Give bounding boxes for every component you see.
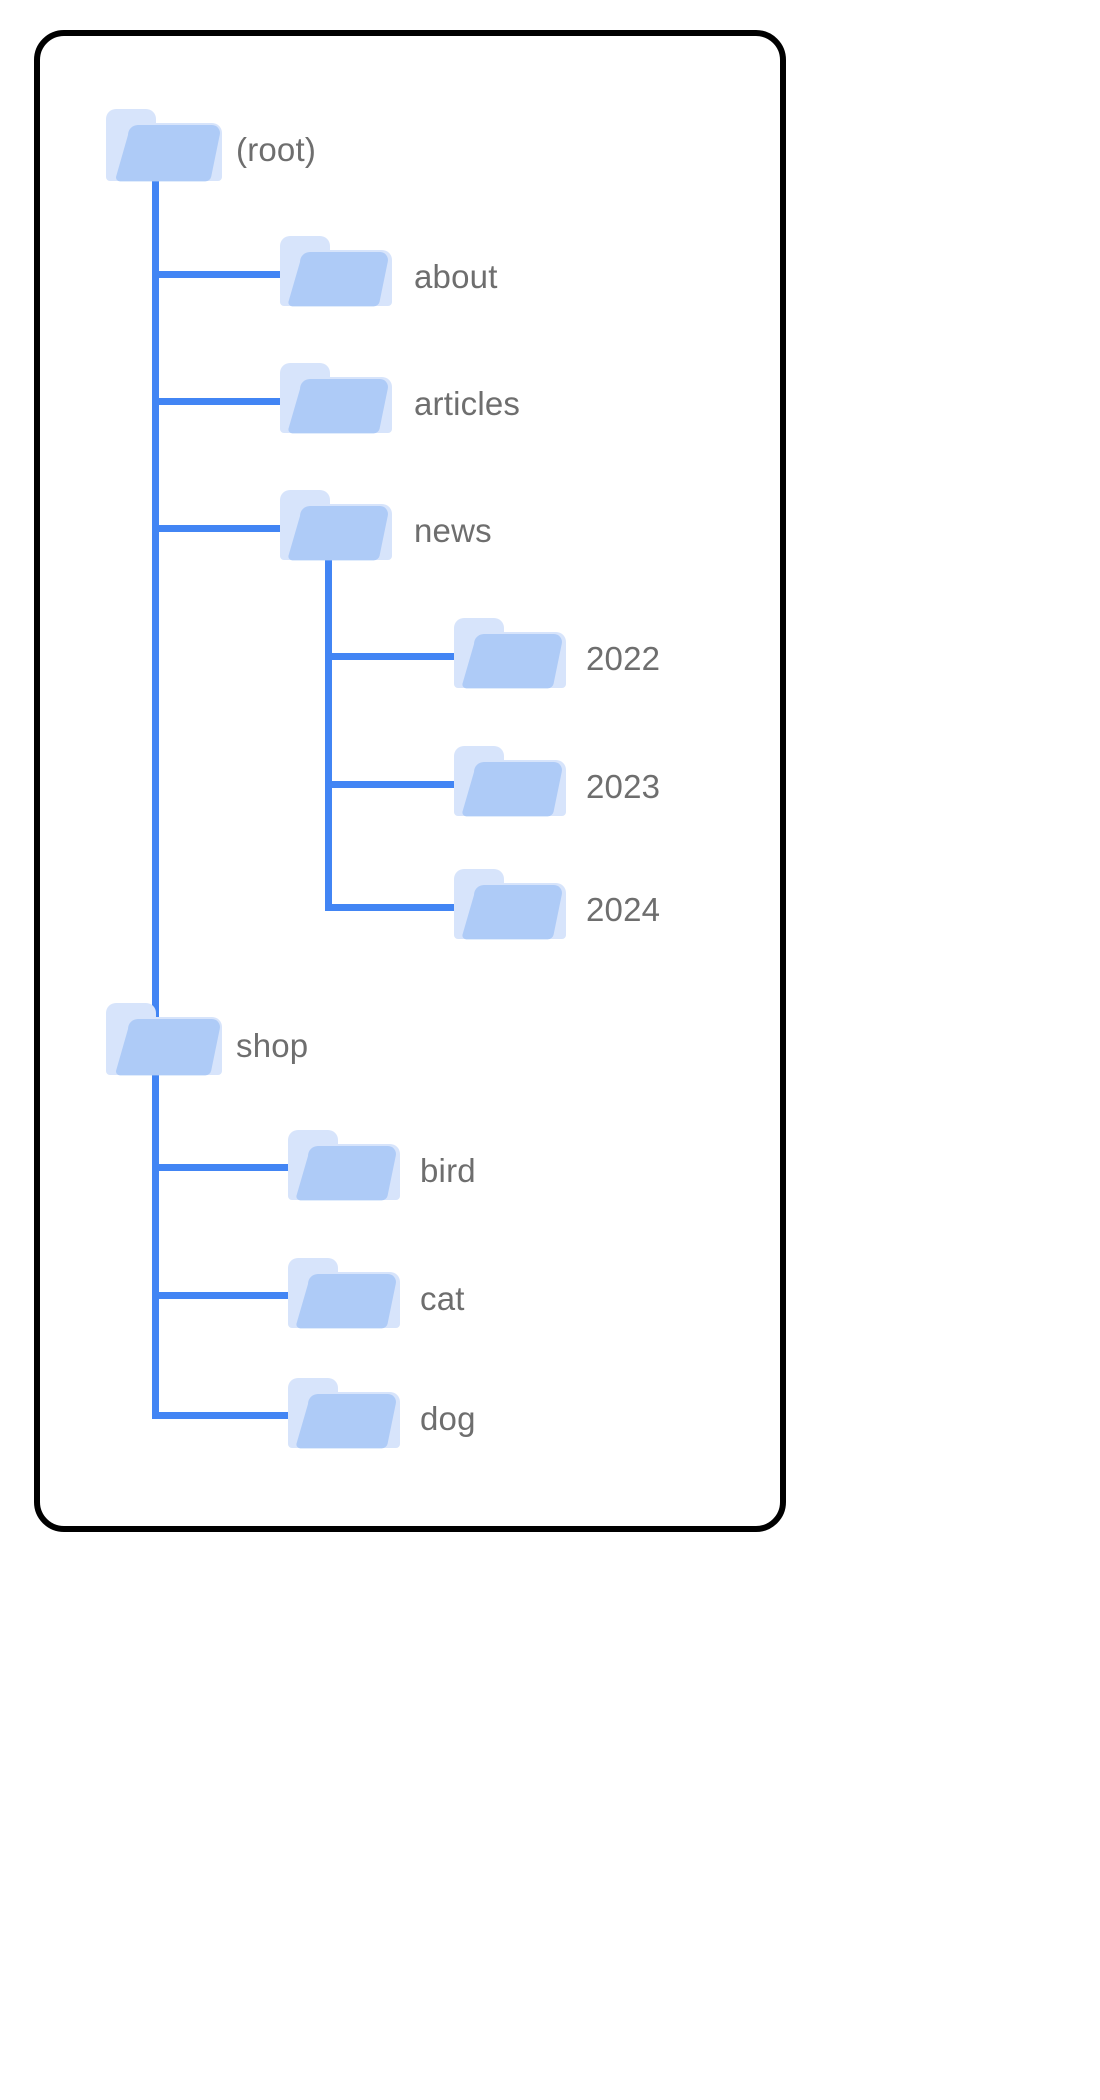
- folder-icon: [454, 746, 566, 817]
- edge-shop-cat: [152, 1292, 289, 1299]
- edge-shop-bird: [152, 1164, 289, 1171]
- folder-icon: [454, 618, 566, 689]
- tree-node-label: cat: [420, 1280, 465, 1317]
- folder-icon: [288, 1258, 400, 1329]
- edge-root-news: [152, 525, 283, 532]
- folder-icon: [280, 236, 392, 307]
- folder-icon: [280, 363, 392, 434]
- tree-node-about[interactable]: about: [276, 228, 656, 312]
- tree-node-label: 2022: [586, 640, 661, 677]
- tree-node-2023[interactable]: 2023: [450, 738, 790, 822]
- edge-root-articles: [152, 398, 283, 405]
- tree-node-label: news: [414, 512, 492, 549]
- tree-node-shop[interactable]: shop: [100, 993, 480, 1083]
- edge-shop-trunk: [152, 1066, 159, 1418]
- edge-root-trunk: [152, 172, 159, 1017]
- tree-node-label: shop: [236, 1027, 309, 1064]
- edge-root-about: [152, 271, 283, 278]
- edge-news-2024: [325, 904, 458, 911]
- tree-node-label: bird: [420, 1152, 476, 1189]
- tree-node-cat[interactable]: cat: [284, 1250, 624, 1334]
- edge-shop-dog: [152, 1412, 289, 1419]
- edge-news-trunk: [325, 555, 332, 911]
- folder-icon: [288, 1378, 400, 1449]
- tree-node-label: dog: [420, 1400, 476, 1437]
- folder-icon: [454, 869, 566, 940]
- folder-icon: [106, 1003, 222, 1076]
- edge-news-2022: [325, 653, 458, 660]
- tree-node-2022[interactable]: 2022: [450, 610, 790, 694]
- tree-node-2024[interactable]: 2024: [450, 861, 790, 945]
- tree-node-bird[interactable]: bird: [284, 1122, 624, 1206]
- tree-node-label: 2023: [586, 768, 661, 805]
- tree-node-articles[interactable]: articles: [276, 355, 656, 439]
- folder-icon: [288, 1130, 400, 1201]
- folder-icon: [106, 109, 222, 182]
- tree-node-label: about: [414, 258, 498, 295]
- tree-node-label: articles: [414, 385, 521, 422]
- tree-node-news[interactable]: news: [276, 482, 656, 566]
- tree-node-root[interactable]: (root): [100, 99, 480, 189]
- tree-node-label: 2024: [586, 891, 661, 928]
- tree-node-label: (root): [236, 131, 317, 168]
- tree-node-dog[interactable]: dog: [284, 1370, 624, 1454]
- edge-news-2023: [325, 781, 458, 788]
- folder-icon: [280, 490, 392, 561]
